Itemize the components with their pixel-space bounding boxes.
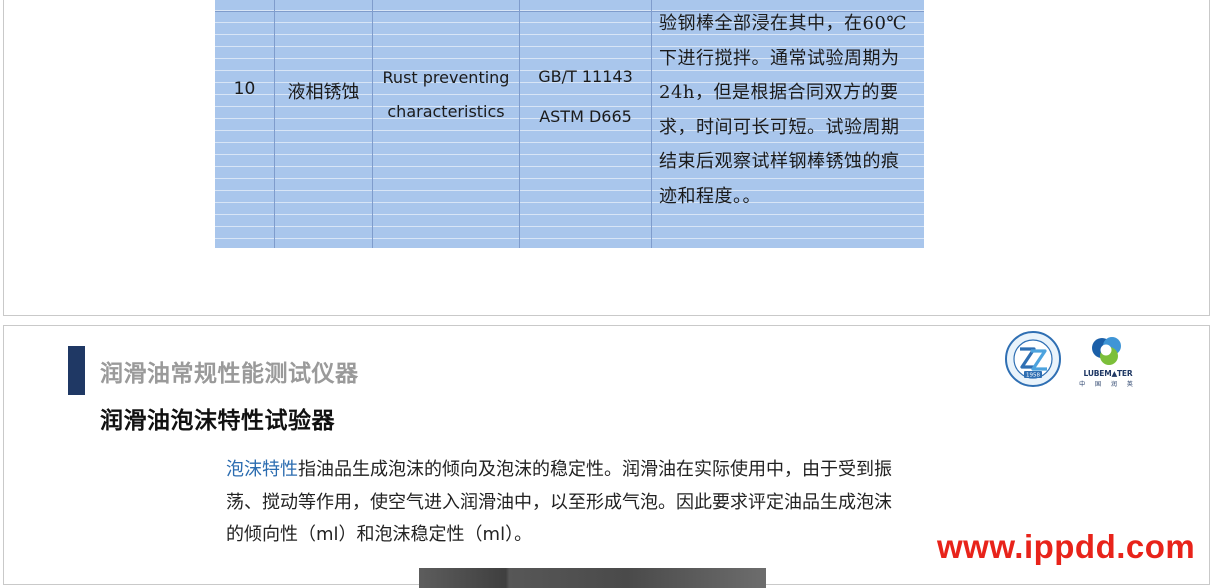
lubemater-logo: LUBEM▲TER 中 国 润 英	[1076, 334, 1140, 388]
instrument-photo	[419, 568, 766, 588]
table-divider	[651, 0, 652, 248]
description-line: 验钢棒全部浸在其中，在60℃	[659, 13, 908, 34]
table-divider	[372, 0, 373, 248]
seal-year: 1958	[1026, 373, 1040, 379]
description-paragraph: 泡沫特性指油品生成泡沫的倾向及泡沫的稳定性。润滑油在实际使用中，由于受到振 荡、…	[226, 454, 966, 552]
institute-seal-icon: 1958	[1005, 331, 1061, 387]
test-standards: GB/T 11143 ASTM D665	[520, 57, 651, 137]
term-highlight: 泡沫特性	[226, 459, 298, 480]
description-line: 24h，但是根据合同双方的要	[659, 82, 899, 103]
description-line: 迹和程度。。	[659, 185, 761, 207]
title-accent-bar	[68, 346, 85, 395]
test-description: 验钢棒全部浸在其中，在60℃ 下进行搅拌。通常试验周期为 24h，但是根据合同双…	[659, 7, 917, 214]
paragraph-line: 的倾向性（ml）和泡沫稳定性（ml）。	[226, 524, 533, 545]
description-line: 结束后观察试样钢棒锈蚀的痕	[659, 151, 900, 172]
test-items-table: 10 液相锈蚀 Rust preventing characteristics …	[215, 0, 924, 248]
description-line: 下进行搅拌。通常试验周期为	[659, 47, 900, 69]
slide-table-section: 10 液相锈蚀 Rust preventing characteristics …	[3, 0, 1210, 316]
table-divider	[519, 0, 520, 248]
test-name-en-line: characteristics	[387, 102, 505, 121]
site-watermark: www.ippdd.com	[937, 528, 1196, 565]
test-name-en: Rust preventing characteristics	[373, 61, 519, 129]
paragraph-line: 泡沫特性指油品生成泡沫的倾向及泡沫的稳定性。润滑油在实际使用中，由于受到振	[226, 454, 966, 487]
table-row-divider	[215, 11, 924, 12]
paragraph-text: 指油品生成泡沫的倾向及泡沫的稳定性。润滑油在实际使用中，由于受到振	[298, 459, 892, 480]
test-name-cn: 液相锈蚀	[287, 82, 360, 103]
slide-foam-tester: 润滑油常规性能测试仪器 润滑油泡沫特性试验器 泡沫特性指油品生成泡沫的倾向及泡沫…	[3, 325, 1210, 588]
lubemater-mark-icon	[1092, 337, 1121, 365]
standard-gb: GB/T 11143	[538, 67, 633, 86]
section-title: 润滑油常规性能测试仪器	[100, 361, 359, 387]
row-number: 10	[233, 79, 256, 99]
description-line: 求，时间可长可短。试验周期	[659, 116, 900, 138]
table-divider	[274, 0, 275, 248]
page-title: 润滑油泡沫特性试验器	[100, 408, 335, 434]
paragraph-line: 荡、搅动等作用，使空气进入润滑油中，以至形成气泡。因此要求评定油品生成泡沫	[226, 491, 892, 513]
brand-name: LUBEM▲TER	[1083, 369, 1133, 378]
test-name-en-line: Rust preventing	[382, 68, 510, 87]
standard-astm: ASTM D665	[539, 107, 632, 126]
brand-name-cn: 中 国 润 英	[1079, 381, 1137, 388]
